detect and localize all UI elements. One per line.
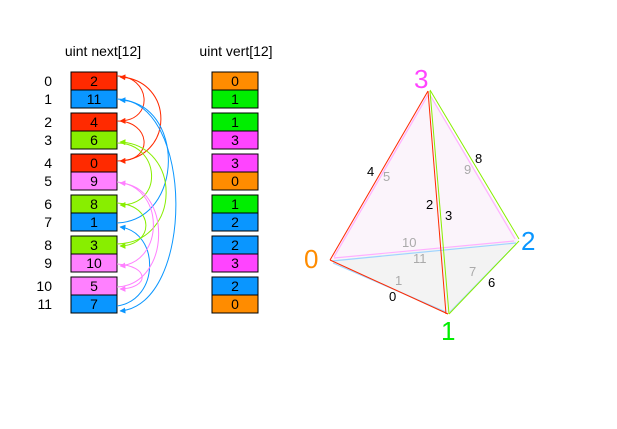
vertex-labels: 0 1 2 3 [304, 64, 535, 346]
edge-label: 11 [413, 251, 427, 266]
row-index: 11 [37, 296, 52, 312]
row-index: 4 [44, 155, 52, 171]
edge-green-31 [429, 90, 450, 315]
edge-green-32 [429, 89, 520, 240]
edge-label: 1 [395, 273, 402, 288]
arrow-1-to-11 [116, 98, 177, 314]
vert-array-title: uint vert[12] [199, 43, 272, 59]
next-cell-value: 10 [86, 255, 102, 271]
next-cell-value: 4 [90, 114, 98, 130]
face-back [330, 91, 518, 260]
arrow-4-to-0 [116, 74, 162, 162]
next-cell [70, 294, 118, 314]
next-cell-value: 5 [90, 278, 98, 294]
next-pointer-arrows [116, 74, 177, 314]
vertex-label-2: 2 [521, 226, 535, 256]
edge-label: 9 [464, 162, 471, 177]
vert-cell [211, 294, 259, 314]
arrow-11-to-7 [116, 224, 151, 307]
row-index: 2 [44, 114, 52, 130]
next-cell [70, 212, 118, 232]
row-index: 0 [44, 73, 52, 89]
edge-inner-pink-02 [333, 240, 515, 259]
vert-cell [211, 130, 259, 150]
edge-label: 7 [469, 264, 476, 279]
row-index: 5 [44, 173, 52, 189]
vert-cell-value: 2 [231, 237, 239, 253]
edge-label: 8 [475, 151, 482, 166]
vert-cell-value: 3 [231, 255, 239, 271]
edge-label: 2 [426, 197, 433, 212]
next-cell-value: 11 [87, 91, 102, 107]
vert-cell-value: 2 [231, 214, 239, 230]
next-cell-value: 3 [90, 237, 98, 253]
next-cell-value: 1 [90, 214, 98, 230]
next-cell [70, 171, 118, 191]
next-cell-value: 0 [90, 155, 98, 171]
edge-label: 4 [367, 164, 374, 179]
arrow-3-to-6 [116, 142, 153, 208]
edge-label: 6 [488, 275, 495, 290]
edge-inner-blue-02 [331, 242, 517, 262]
vert-cell-value: 0 [231, 296, 239, 312]
row-index: 10 [36, 278, 52, 294]
edge-red-31 [427, 90, 447, 315]
arrow-7-to-1 [116, 97, 169, 224]
row-index: 1 [44, 91, 52, 107]
edge-label: 10 [402, 235, 416, 250]
edge-red-01 [329, 259, 449, 315]
next-cell [70, 253, 118, 273]
vert-cell-value: 0 [231, 73, 239, 89]
edge-inner-pink-03 [333, 94, 429, 258]
row-index: 3 [44, 132, 52, 148]
next-cell-value: 2 [90, 73, 98, 89]
vert-cell-value: 3 [231, 155, 239, 171]
row-index: 7 [44, 214, 52, 230]
next-cell-value: 8 [90, 196, 98, 212]
vert-cell-value: 1 [231, 196, 239, 212]
vert-cell-value: 2 [231, 278, 239, 294]
arrow-5-to-9 [116, 181, 154, 269]
arrow-6-to-8 [116, 202, 147, 249]
vert-cell [211, 171, 259, 191]
edge-label: 0 [389, 289, 396, 304]
vert-cell [211, 212, 259, 232]
edge-label: 5 [383, 169, 390, 184]
arrow-9-to-10 [116, 263, 143, 292]
vertex-label-0: 0 [304, 244, 318, 274]
vertex-label-1: 1 [441, 316, 455, 346]
edge-label: 3 [445, 208, 452, 223]
edge-inner-pink-32 [429, 94, 516, 240]
row-index: 8 [44, 237, 52, 253]
vert-cell-value: 0 [231, 173, 239, 189]
edge-green-12 [448, 240, 520, 315]
row-index: 6 [44, 196, 52, 212]
edge-red-03 [329, 90, 429, 261]
face-bottom [330, 240, 518, 314]
vert-cell-value: 3 [231, 132, 239, 148]
tetrahedron [329, 89, 520, 315]
arrow-10-to-5 [116, 180, 160, 288]
arrow-8-to-3 [116, 139, 167, 245]
vert-cell [211, 253, 259, 273]
next-array-title: uint next[12] [65, 43, 141, 59]
vert-cell-value: 1 [231, 114, 239, 130]
row-index: 9 [44, 255, 52, 271]
next-cell-value: 6 [90, 132, 98, 148]
next-cell-value: 9 [90, 173, 98, 189]
edge-labels: 0 1 2 3 4 5 6 7 8 9 10 11 [367, 151, 495, 304]
vert-cell-value: 1 [231, 91, 239, 107]
next-cell [70, 130, 118, 150]
vertex-label-3: 3 [414, 64, 428, 94]
next-cell-value: 7 [90, 296, 98, 312]
vert-cell [211, 89, 259, 109]
